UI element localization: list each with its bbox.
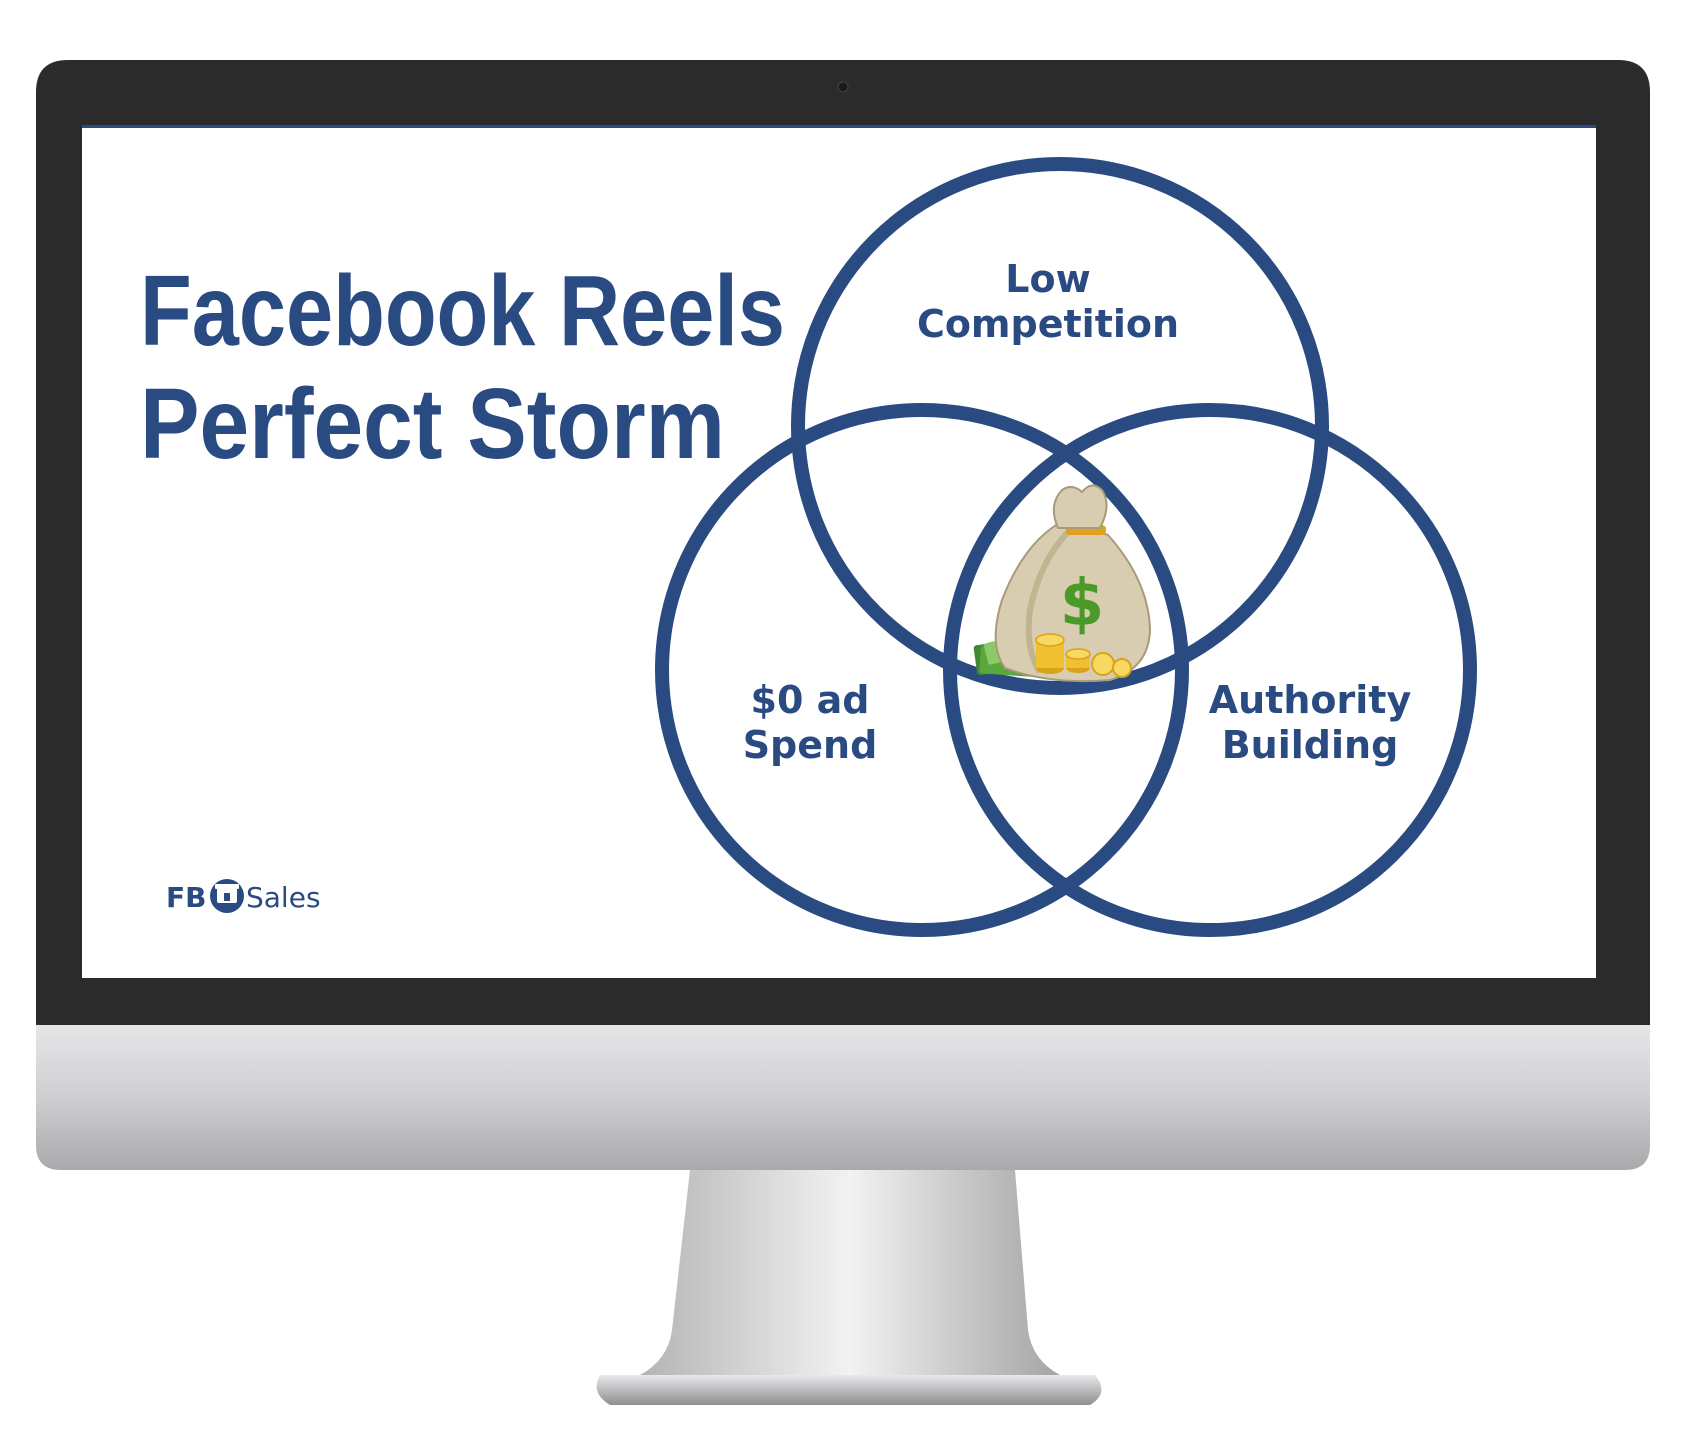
slide-title-line-1: Facebook Reels bbox=[140, 255, 785, 367]
venn-label-top-2: Competition bbox=[917, 302, 1179, 346]
venn-circle-left bbox=[655, 403, 1189, 937]
stand-base bbox=[596, 1375, 1102, 1405]
fbsales-logo: FB Sales bbox=[166, 879, 321, 914]
stand-neck bbox=[640, 1170, 1060, 1375]
venn-label-right-2: Building bbox=[1222, 723, 1399, 767]
coins-icon bbox=[1035, 633, 1132, 678]
venn-label-left-1: $0 ad bbox=[751, 678, 870, 722]
dollar-sign: $ bbox=[1060, 567, 1105, 641]
logo-prefix: FB bbox=[166, 881, 206, 914]
venn-circle-right bbox=[943, 403, 1477, 937]
screen-top-rule bbox=[82, 125, 1596, 128]
venn-circle-top bbox=[791, 157, 1329, 695]
venn-label-top-1: Low bbox=[1005, 257, 1090, 301]
monitor-chin bbox=[36, 1025, 1650, 1170]
venn-label-left-2: Spend bbox=[743, 723, 878, 767]
camera-icon bbox=[837, 81, 849, 93]
slide-title-line-2: Perfect Storm bbox=[140, 368, 725, 480]
venn-diagram: Low Competition $0 ad Spend Authority Bu… bbox=[655, 157, 1477, 937]
money-bag-icon: $ bbox=[973, 484, 1152, 683]
logo-suffix: Sales bbox=[246, 881, 321, 914]
shop-icon bbox=[210, 879, 244, 913]
venn-label-right-1: Authority bbox=[1209, 678, 1412, 722]
screen bbox=[82, 125, 1596, 978]
